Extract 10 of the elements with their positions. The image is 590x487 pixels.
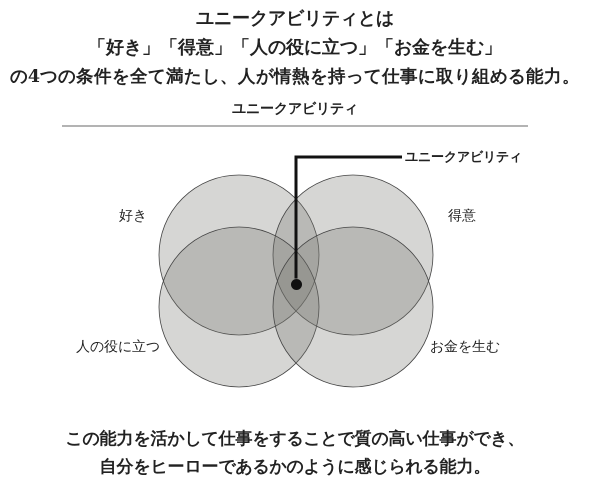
circle-label: 人の役に立つ [76,338,160,356]
caption: この能力を活かして仕事をすることで質の高い仕事ができ、自分をヒーローであるかのように感じられる能力。 [64,428,526,479]
heading-line: の4つの条件を全て満たし、人が情熱を持って仕事に取り組める能力。 [10,67,580,87]
circle-label: 得意 [448,207,476,225]
heading: ユニークアビリティとは [196,8,394,29]
subheading: ユニークアビリティ [232,101,358,117]
circle-label: 好き [119,207,147,225]
callout-label: ユニークアビリティ [405,148,522,166]
heading-line: 「好き」「得意」「人の役に立つ」「お金を生む」 [88,37,502,58]
circle-label: お金を生む [430,338,500,356]
